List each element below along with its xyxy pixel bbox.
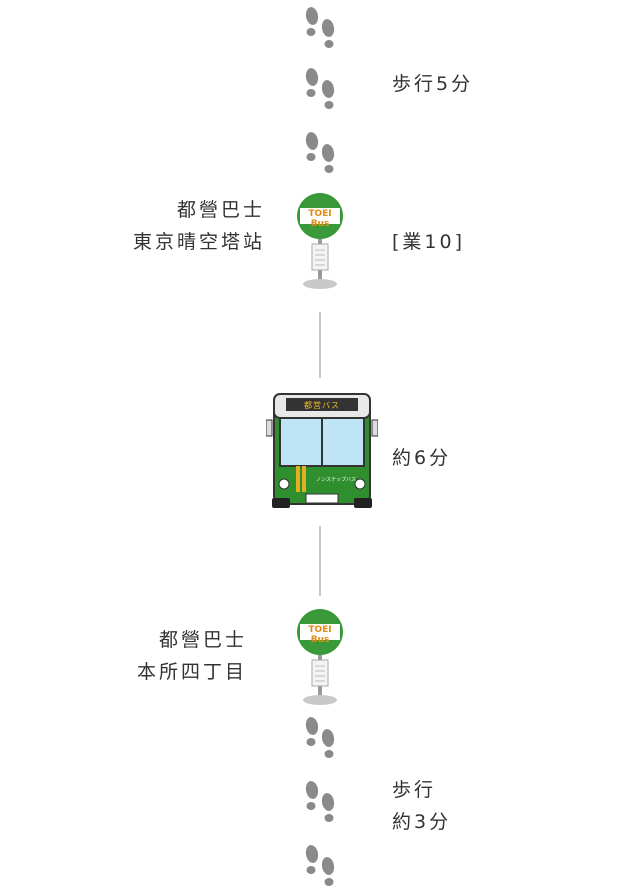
ride-duration-label: 約6分 xyxy=(392,447,452,469)
bus-icon xyxy=(265,390,379,510)
walk2-duration-label: 約3分 xyxy=(392,811,452,833)
footprints-icon xyxy=(302,776,340,826)
stop2-sign-text: TOEI Bus xyxy=(308,625,332,645)
bus-destination-display: 都営バス xyxy=(304,401,340,410)
bus-stop-sign-icon xyxy=(296,608,344,708)
stop1-name: 東京晴空塔站 xyxy=(132,231,265,253)
footprints-icon xyxy=(302,127,340,177)
walk-duration-label: 歩行5分 xyxy=(392,73,474,95)
footprints-icon xyxy=(302,712,340,762)
footprints-icon xyxy=(302,840,340,890)
stop1-operator: 都營巴士 xyxy=(176,199,265,221)
route-connector-line xyxy=(319,312,321,378)
route-code-label: [業10] xyxy=(392,231,466,253)
stop1-sign-text: TOEI Bus xyxy=(308,209,332,229)
route-connector-line xyxy=(319,526,321,596)
stop2-operator: 都營巴士 xyxy=(158,629,247,651)
footprints-icon xyxy=(302,2,340,52)
walk2-label: 歩行 xyxy=(392,779,437,801)
stop2-name: 本所四丁目 xyxy=(136,661,247,683)
bus-stop-sign-icon xyxy=(296,192,344,292)
footprints-icon xyxy=(302,63,340,113)
bus-plate-text: ノンステップバス xyxy=(316,477,356,483)
